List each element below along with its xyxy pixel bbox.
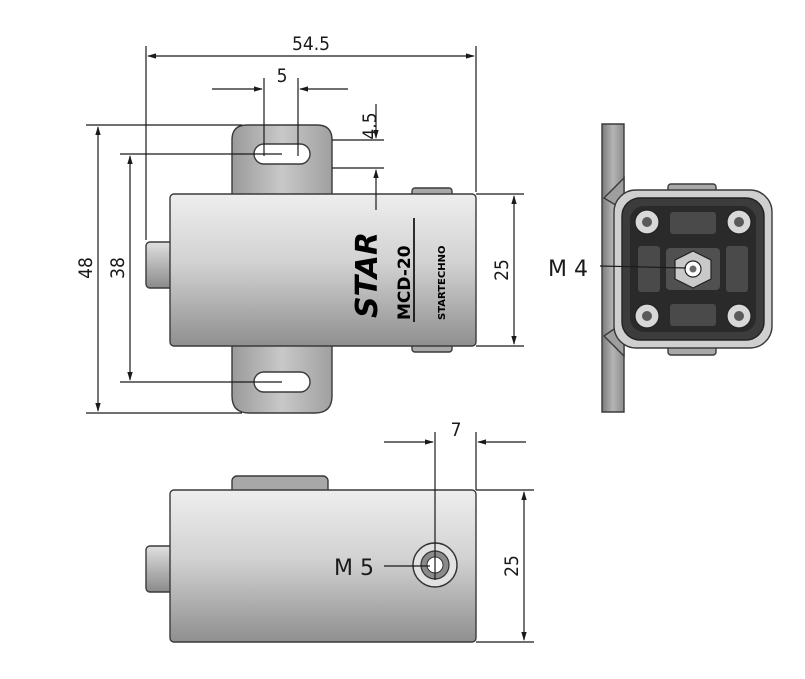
- bottom-housing: [169, 489, 477, 643]
- front-dimensions: 54.5 5 4.5 48 38 25: [75, 33, 524, 414]
- corner-screws: [634, 209, 752, 329]
- brand-text: STAR: [350, 232, 385, 318]
- dim-slot-spacing: 38: [107, 257, 129, 279]
- housing-body: [169, 193, 477, 347]
- dim-slot-offset: 4.5: [359, 112, 381, 139]
- bottom-view: M 5: [145, 475, 477, 643]
- maker-text: STARTECHNO: [437, 246, 448, 320]
- model-text: MCD-20: [395, 245, 415, 320]
- dim-overall-height: 48: [75, 257, 97, 279]
- dim-body-height-front: 25: [491, 259, 513, 281]
- dim-slot-width: 5: [277, 65, 288, 87]
- dim-body-height-bottom: 25: [501, 555, 523, 577]
- bottom-dimensions: 7 25: [384, 419, 534, 643]
- label-bottom-thread: M 5: [334, 556, 374, 581]
- dim-thread-offset: 7: [451, 419, 462, 441]
- front-view: STAR MCD-20 STARTECHNO: [145, 124, 477, 414]
- label-side-thread: M 4: [548, 257, 588, 282]
- dim-overall-width: 54.5: [292, 33, 330, 55]
- side-view: M 4: [548, 123, 773, 413]
